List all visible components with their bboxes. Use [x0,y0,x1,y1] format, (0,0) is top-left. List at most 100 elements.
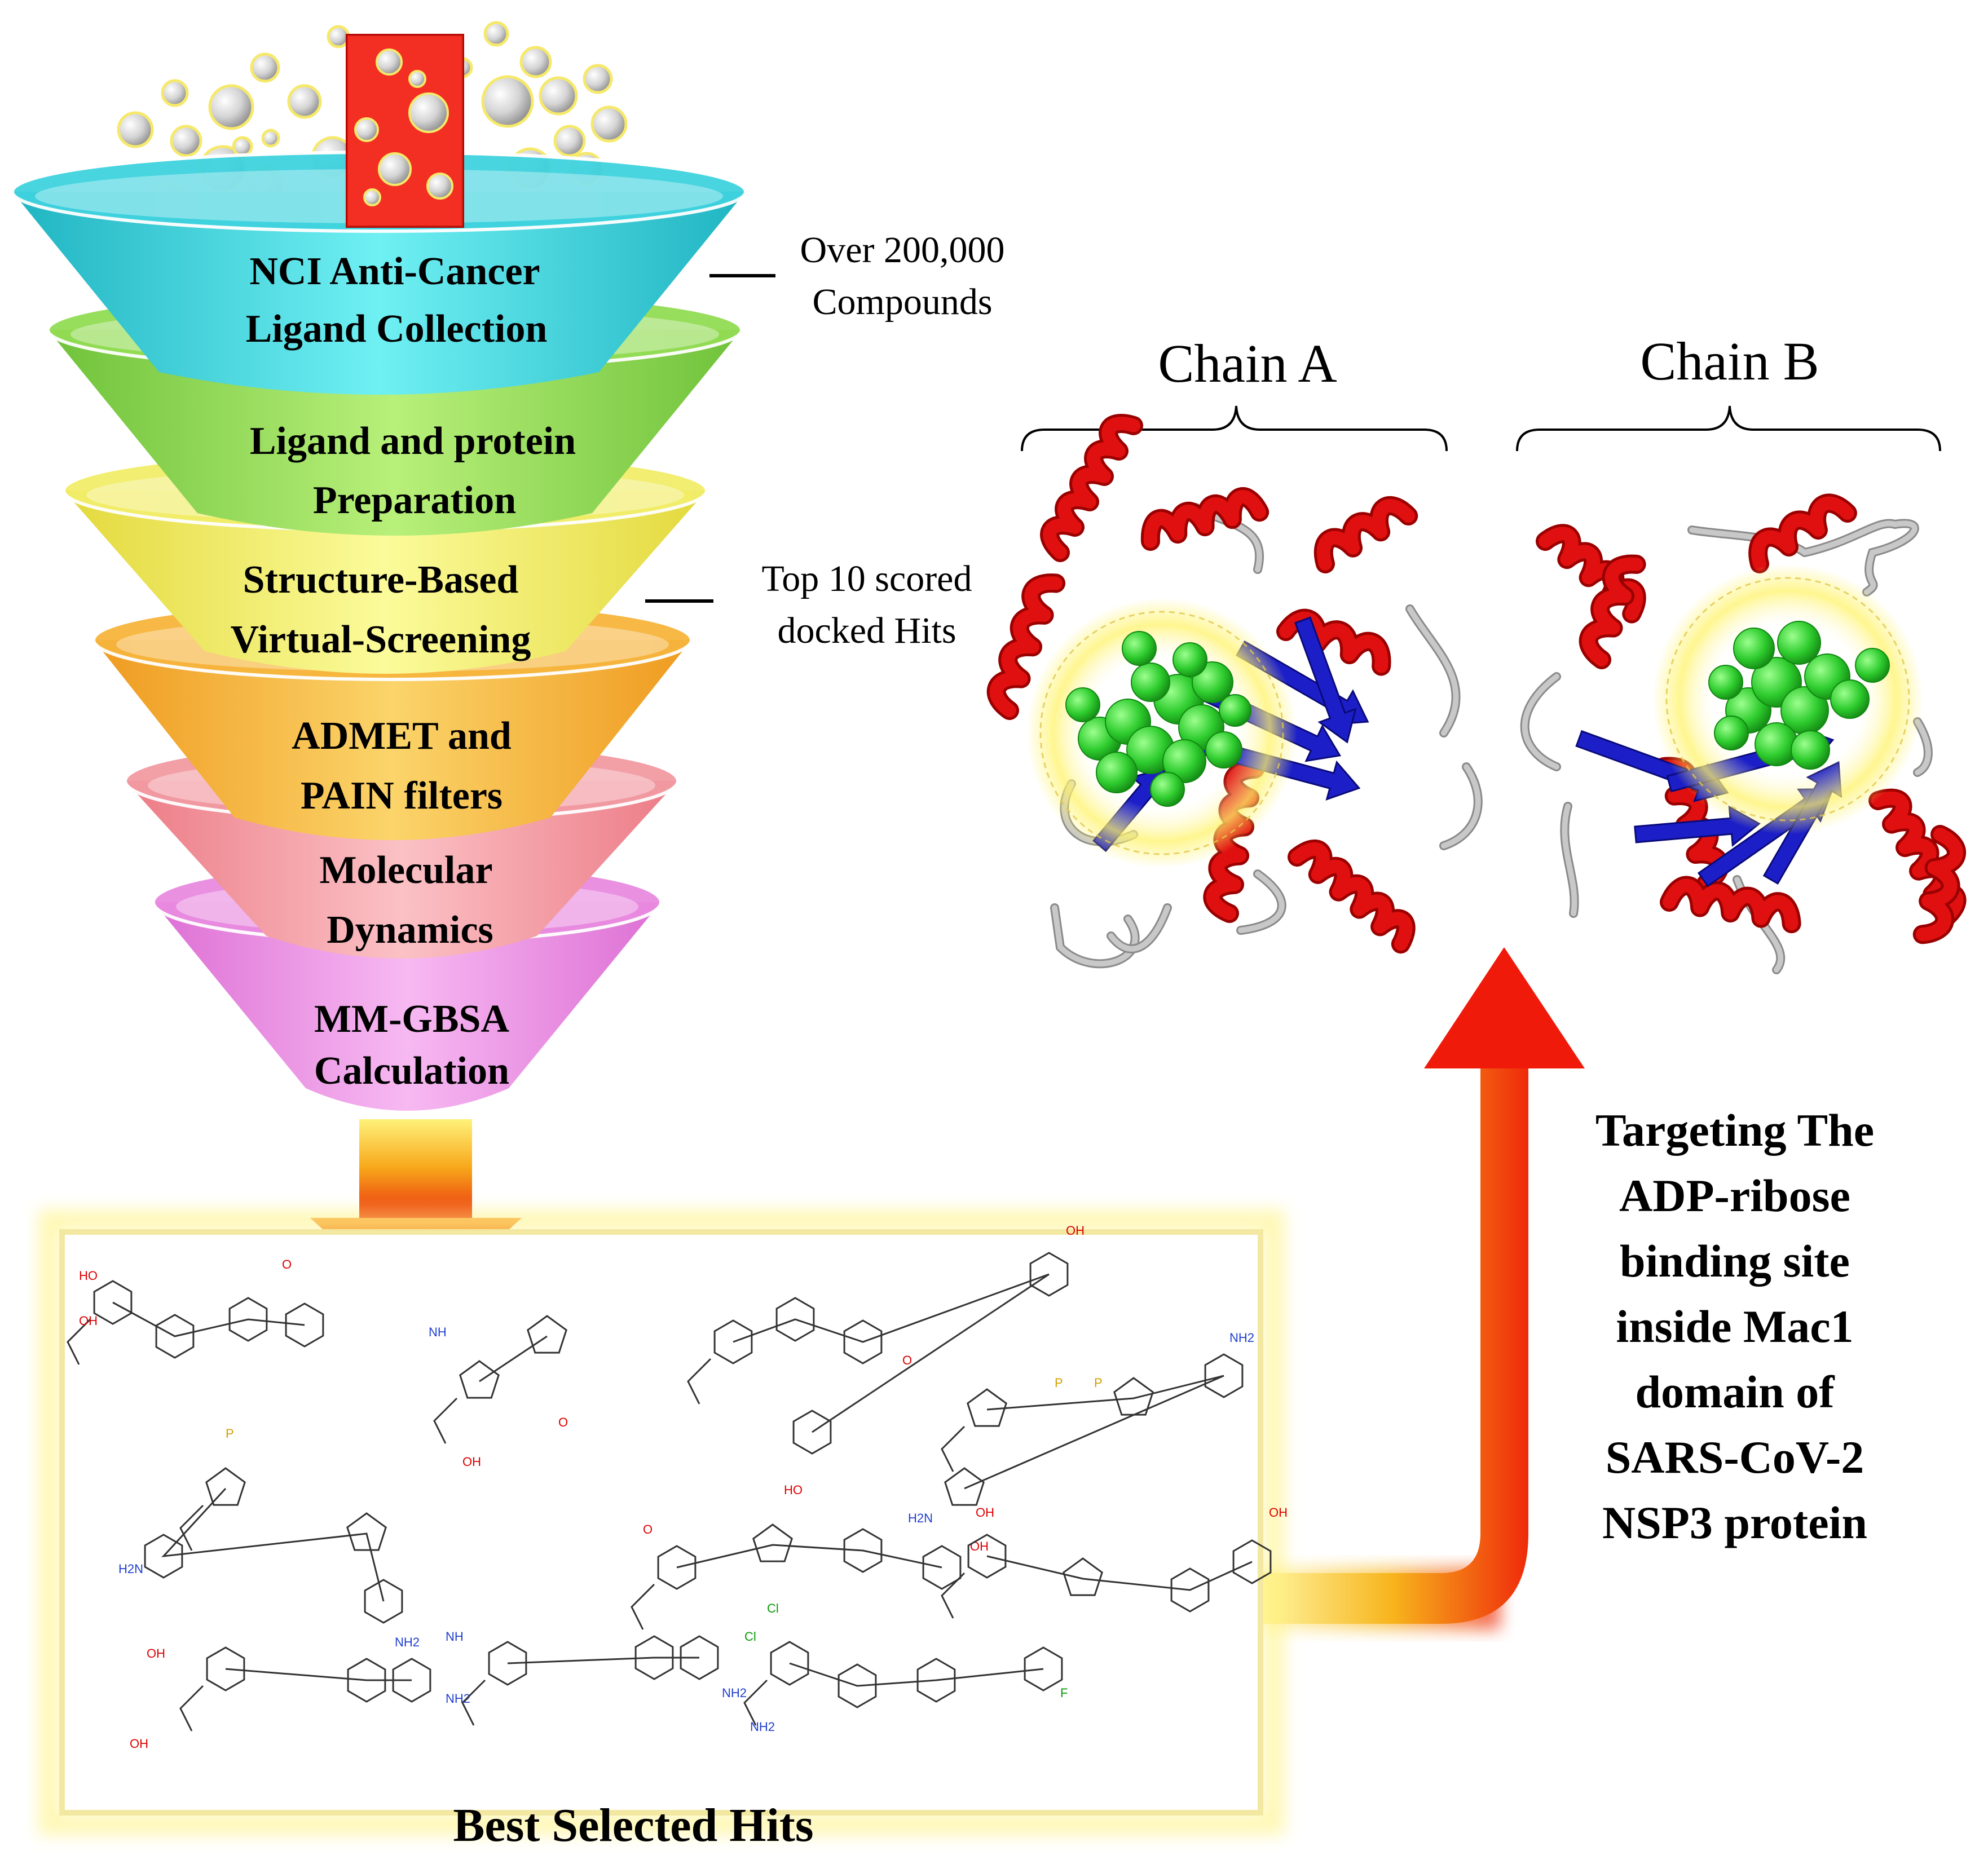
compound-bubble [376,48,403,76]
atom-label: OH [976,1505,994,1520]
target-line-3: binding site [1620,1235,1850,1287]
coil-segment [1522,520,1931,973]
ligand-atom [1219,694,1251,727]
ligand-atom [1791,730,1830,770]
chain-a-label: Chain A [1158,333,1337,394]
helix-segment [1536,524,1646,624]
helix-segment [1912,825,1966,944]
atom-label: HO [79,1269,98,1283]
atom-label: O [902,1353,912,1367]
ligand-atom [1777,621,1821,665]
helix-segment [1313,496,1418,573]
compound-bubble [327,25,350,48]
target-line-2: ADP-ribose [1619,1170,1850,1221]
compound-bubble [408,92,449,133]
chain-a-structure [986,414,1483,969]
compound-bubble [250,52,280,83]
atom-label: OH [79,1314,98,1328]
stage-6-label-line-1: MM-GBSA [314,997,510,1041]
stage-2-label-line-2: Preparation [313,479,516,522]
atom-label: F [1060,1686,1068,1700]
funnel-notes: Over 200,000 Compounds Top 10 scored doc… [645,229,1004,651]
target-line-5: domain of [1635,1366,1835,1417]
top-hits-note-line-1: Top 10 scored [762,558,972,599]
stage-3-label-line-2: Virtual-Screening [231,618,531,661]
compound-bubble [408,70,426,88]
helix-segment [1660,876,1801,934]
target-line-1: Targeting The [1595,1105,1874,1156]
atom-label: OH [147,1646,165,1660]
ligand-library-block [346,34,464,228]
atom-label: NH2 [1229,1331,1254,1345]
atom-label: O [643,1522,653,1536]
chain-b-bracket [1516,405,1941,452]
atom-label: NH2 [395,1635,420,1649]
helix-segment [1288,840,1416,954]
helix-segment [1040,414,1143,562]
compound-bubble [170,125,202,157]
helix-segment [986,573,1066,720]
ligand-atom [1733,628,1775,669]
funnel-stage-body [64,491,707,674]
hit-molecule-6: OOH [631,1522,989,1630]
atom-label: O [558,1415,568,1429]
ligand-atom [1150,772,1185,807]
helix-segment [1276,608,1391,676]
compound-bubble [481,75,534,128]
atom-label: OH [1269,1505,1288,1520]
atom-label: P [1094,1376,1103,1390]
chain-b-label: Chain B [1640,331,1819,391]
atom-label: HO [784,1483,803,1497]
compounds-note-line-2: Compounds [812,281,992,323]
ligand-atom [1855,648,1890,683]
binding-site-outline [1665,577,1910,822]
stage-1-label-line-2: Ligand Collection [246,307,548,351]
compound-bubble [161,79,189,107]
compound-bubble [553,125,586,157]
up-arrow [1258,947,1585,1629]
atom-label: Cl [744,1629,756,1644]
hit-molecule-1: HO OH O [67,1257,324,1365]
beta-strand [1294,616,1357,744]
ligand-atom [1192,661,1233,703]
atom-label: P [1055,1376,1063,1390]
compound-bubble [539,76,578,116]
screening-funnel: NCI Anti-Cancer Ligand Collection Ligand… [11,21,747,1111]
target-line-6: SARS-CoV-2 [1606,1432,1864,1483]
target-line-4: inside Mac1 [1616,1301,1853,1352]
ligand-atom [1205,731,1242,768]
stage-4-label-line-1: ADMET and [292,714,512,758]
chain-b-structure [1520,493,1967,974]
ligand-atom [1065,687,1100,722]
stage-5-label-line-2: Dynamics [327,908,493,952]
hit-molecule-3: OH O HO [687,1224,1085,1497]
ligand-atom [1830,679,1870,719]
best-hits-label: Best Selected Hits [453,1799,813,1852]
atom-label: OH [1066,1224,1085,1238]
compound-bubble [483,21,509,47]
funnel-stage-body [94,640,691,840]
coil-segment [1108,905,1170,952]
atom-label: NH2 [722,1686,747,1700]
stage-4-label-line-2: PAIN filters [301,774,502,818]
atom-label: P [226,1426,234,1441]
compound-bubble [590,105,628,143]
compound-bubble [519,46,552,78]
compound-bubble [583,64,613,94]
funnel-stage-body [125,781,678,959]
compound-bubble [117,111,154,148]
protein-structures: Chain A Chain B [986,331,1967,974]
compound-bubble [261,129,280,148]
atom-label: O [282,1257,292,1271]
stage-labels: NCI Anti-Cancer Ligand Collection Ligand… [231,250,576,1093]
atom-label: NH2 [750,1720,775,1734]
chain-a-bracket [1021,405,1448,452]
compound-bubble [354,117,379,142]
ligand-atom [1172,642,1207,677]
